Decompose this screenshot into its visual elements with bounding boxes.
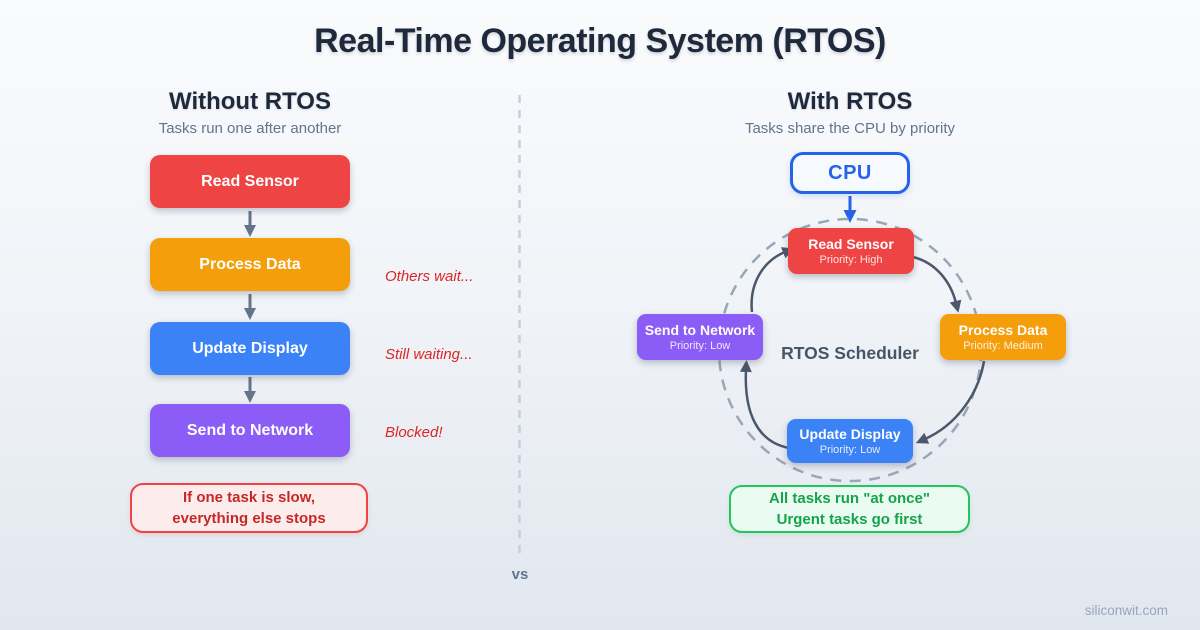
cycle-task-label: Process Data — [958, 322, 1048, 338]
cycle-arrow-top-right — [912, 255, 962, 313]
vs-label: vs — [511, 566, 529, 583]
annotation-others-wait: Others wait... — [385, 268, 474, 285]
with-rtos-heading: With RTOS — [787, 88, 913, 115]
benefit-line-1: All tasks run "at once" — [769, 489, 930, 507]
cycle-arrow-bottom-left — [739, 360, 790, 450]
cycle-task-send-to-network: Send to Network Priority: Low — [637, 314, 763, 360]
task-label: Read Sensor — [201, 172, 299, 190]
cycle-task-priority: Priority: Low — [669, 340, 731, 352]
task-label: Process Data — [199, 255, 301, 273]
cycle-task-read-sensor: Read Sensor Priority: High — [788, 228, 914, 274]
cycle-arrow-bottom-right — [915, 360, 986, 444]
without-rtos-heading: Without RTOS — [169, 88, 331, 115]
task-box-update-display: Update Display — [150, 322, 350, 375]
annotation-still-waiting: Still waiting... — [385, 346, 473, 363]
task-box-read-sensor: Read Sensor — [150, 155, 350, 208]
warning-note: If one task is slow, everything else sto… — [130, 483, 368, 533]
cycle-arrow-top-left — [750, 247, 795, 313]
warning-line-1: If one task is slow, — [183, 488, 315, 506]
task-box-process-data: Process Data — [150, 238, 350, 291]
cycle-task-label: Update Display — [799, 426, 901, 442]
benefit-line-2: Urgent tasks go first — [776, 511, 923, 528]
warning-line-2: everything else stops — [172, 510, 326, 527]
task-box-send-to-network: Send to Network — [150, 404, 350, 457]
task-label: Send to Network — [186, 421, 314, 439]
cpu-box: CPU — [790, 152, 910, 194]
cycle-task-priority: Priority: Low — [819, 444, 881, 456]
cycle-task-label: Send to Network — [644, 322, 756, 338]
cpu-label: CPU — [828, 161, 872, 184]
rtos-scheduler-label: RTOS Scheduler — [781, 343, 919, 363]
benefit-note: All tasks run "at once" Urgent tasks go … — [729, 485, 970, 533]
cycle-task-process-data: Process Data Priority: Medium — [940, 314, 1066, 360]
cycle-task-label: Read Sensor — [808, 236, 894, 252]
page-title: Real-Time Operating System (RTOS) — [314, 22, 886, 60]
cycle-task-priority: Priority: Medium — [963, 340, 1043, 352]
cycle-task-priority: Priority: High — [819, 254, 883, 266]
without-rtos-subtitle: Tasks run one after another — [158, 120, 342, 137]
task-label: Update Display — [192, 339, 308, 357]
annotation-blocked: Blocked! — [385, 424, 443, 441]
cycle-task-update-display: Update Display Priority: Low — [787, 419, 913, 463]
with-rtos-subtitle: Tasks share the CPU by priority — [744, 120, 956, 137]
watermark: siliconwit.com — [1084, 603, 1168, 618]
